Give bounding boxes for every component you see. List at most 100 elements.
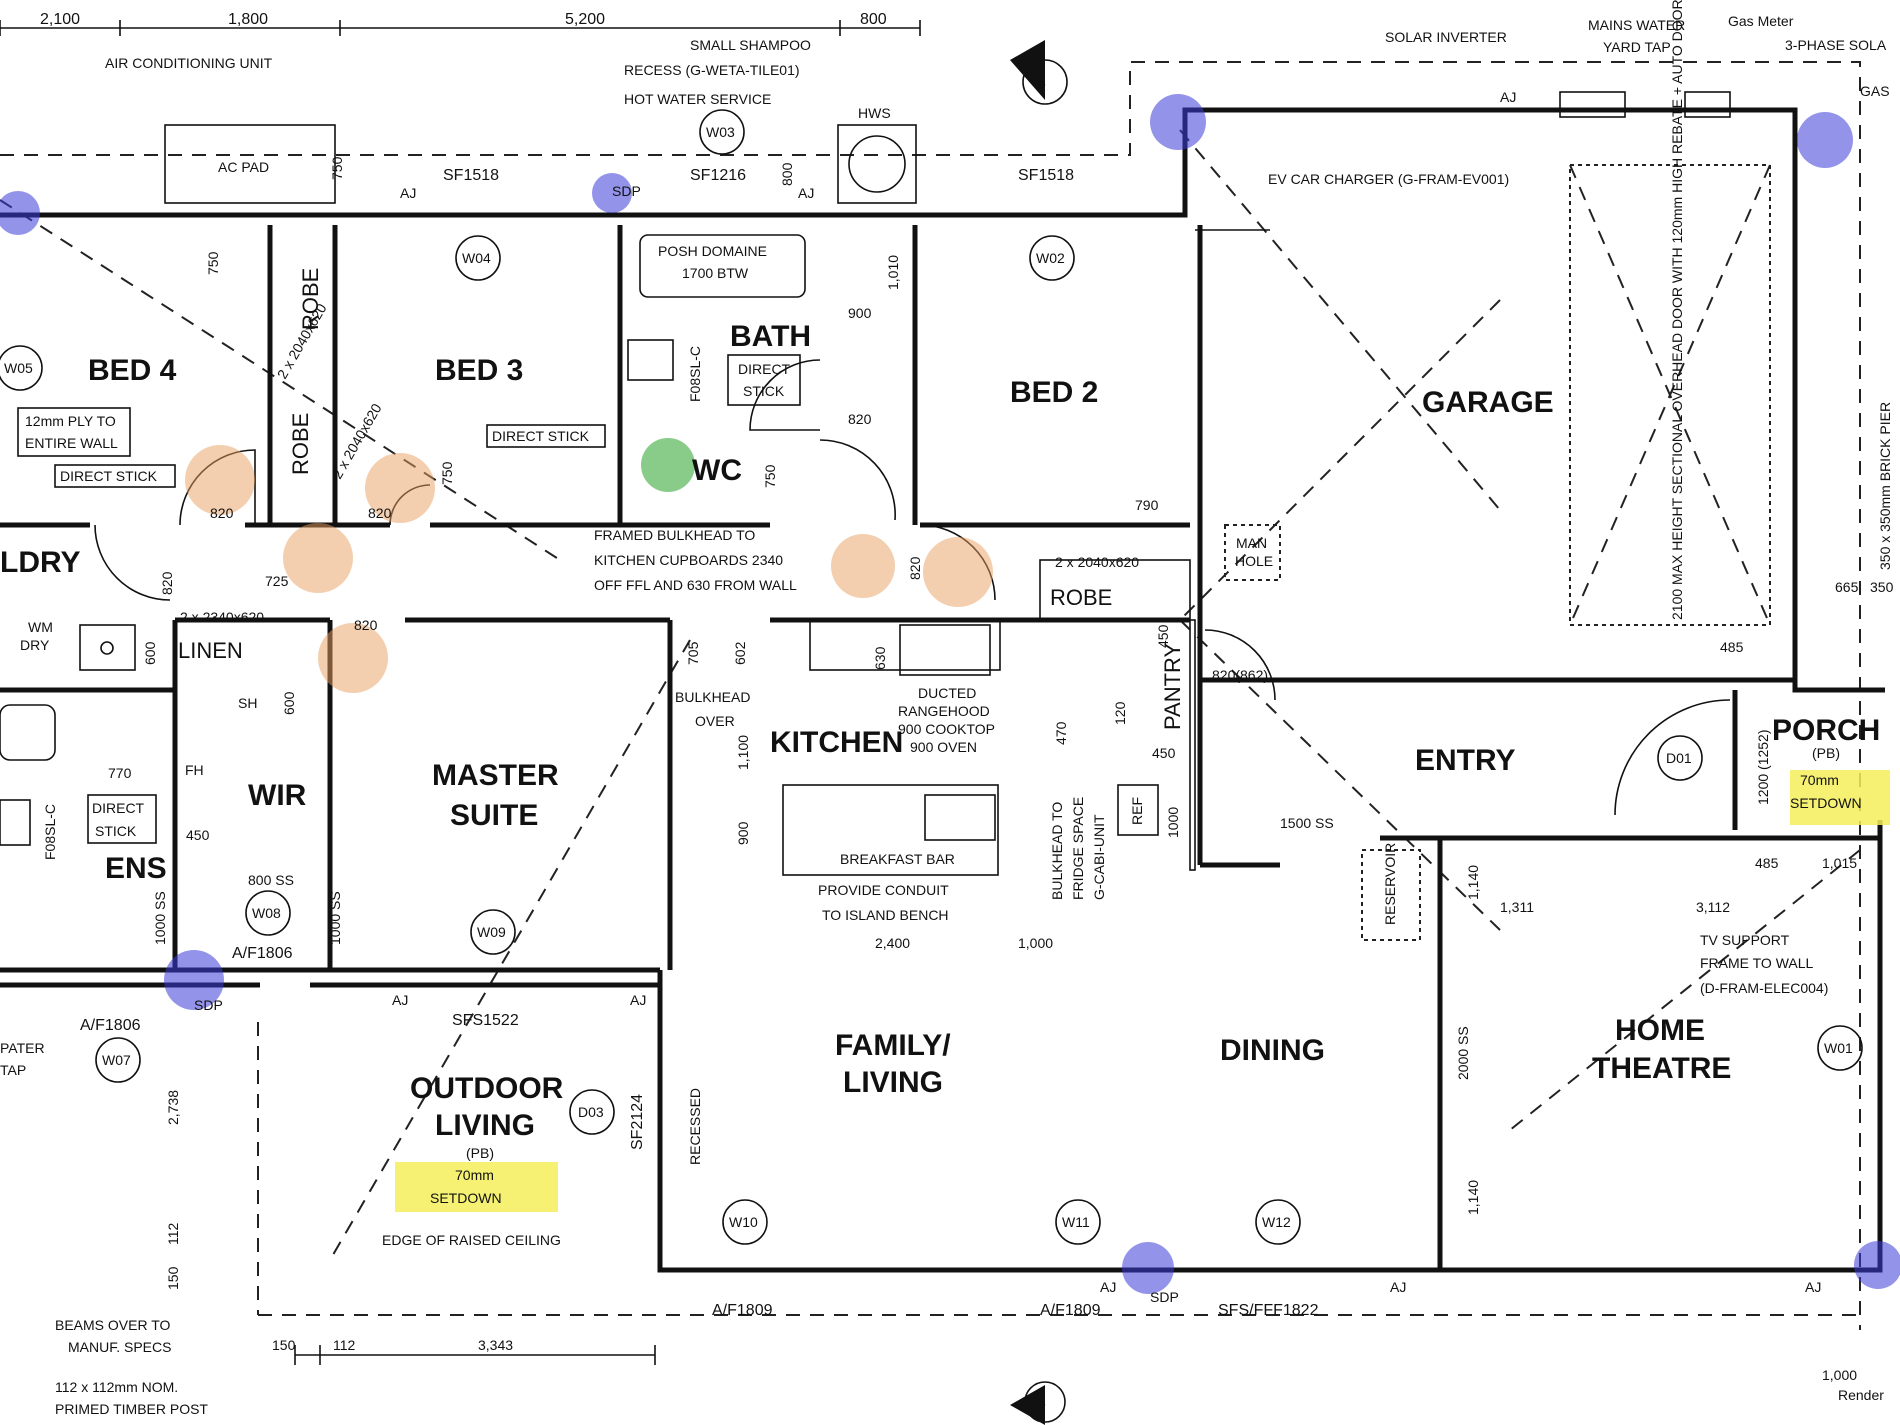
window-spec: SF2124 (629, 1094, 646, 1150)
dim-top-2: 1,800 (228, 11, 268, 28)
section-marker-label: 5 (1038, 75, 1046, 91)
window-spec: A/F1809 (1040, 1302, 1101, 1319)
window-code: W10 (729, 1214, 758, 1230)
aj-label: AJ (1805, 1279, 1821, 1295)
dim: 1000 SS (152, 891, 168, 945)
note-direct-2: STICK (743, 383, 785, 399)
dim: 1000 (1165, 807, 1181, 838)
window-spec: SFS/FFF1822 (1218, 1302, 1319, 1319)
note-f08-ens: F08SL-C (42, 804, 58, 860)
note-fridge-1: BULKHEAD TO (1049, 802, 1065, 900)
note-post-1: 112 x 112mm NOM. (55, 1379, 178, 1395)
room-linen: LINEN (178, 638, 243, 663)
smoke-detector (923, 537, 993, 607)
sdp-marker (592, 173, 632, 213)
note-setdown-2: SETDOWN (430, 1190, 502, 1206)
dim: 1,140 (1465, 1180, 1481, 1215)
dim: 770 (108, 765, 132, 781)
note-sh: SH (238, 695, 257, 711)
dim: 665 (1835, 579, 1859, 595)
window-code: W01 (1824, 1040, 1853, 1056)
note-fridge-3: G-CABI-UNIT (1091, 814, 1107, 900)
dim: 1,010 (885, 255, 901, 290)
smoke-detector (318, 623, 388, 693)
note-gas-meter: Gas Meter (1728, 13, 1794, 29)
dim: 820 (848, 411, 872, 427)
note-tv-2: FRAME TO WALL (1700, 955, 1814, 971)
sdp-markers (0, 94, 1900, 1294)
smoke-detector (365, 453, 435, 523)
window-spec: SF1216 (690, 167, 746, 184)
sdp-label: SDP (1150, 1289, 1179, 1305)
dim: 1,000 (1822, 1367, 1857, 1383)
dim: 1200 (1252) (1755, 729, 1771, 805)
dim: 470 (1053, 721, 1069, 745)
aj-label: AJ (1100, 1279, 1116, 1295)
door-code: D03 (578, 1104, 604, 1120)
smoke-detector (283, 523, 353, 593)
setdown-highlights (395, 770, 1890, 1212)
dim-bottom-3: 3,343 (478, 1337, 513, 1353)
note-shampoo-2: RECESS (G-WETA-TILE01) (624, 62, 800, 78)
window-code: W12 (1262, 1214, 1291, 1230)
window-code: W07 (102, 1052, 131, 1068)
note-rangehood-2: RANGEHOOD (898, 703, 990, 719)
window-code: W02 (1036, 250, 1065, 266)
dim: 1,100 (735, 735, 751, 770)
note-manhole-1: MAN (1236, 535, 1267, 551)
fixtures: AC PAD (0, 91, 1771, 941)
room-porch: PORCH (1772, 714, 1880, 747)
dim: 120 (1112, 701, 1128, 725)
room-bed2: BED 2 (1010, 376, 1098, 409)
room-home: HOME (1615, 1014, 1705, 1047)
island-bench (782, 784, 999, 876)
note-ply-1: 12mm PLY TO (25, 413, 116, 429)
note-direct-ens-2: STICK (95, 823, 137, 839)
note-mains-2: YARD TAP (1603, 39, 1671, 55)
note-ref: REF (1129, 797, 1145, 825)
dim: 485 (1755, 855, 1779, 871)
note-post-2: PRIMED TIMBER POST (55, 1401, 208, 1417)
dim: 485 (1720, 639, 1744, 655)
dim: 150 (165, 1266, 181, 1290)
note-recessed: RECESSED (687, 1088, 703, 1165)
window-code: W11 (1062, 1214, 1090, 1230)
reservoir (1361, 849, 1421, 941)
sdp-marker (1854, 1241, 1900, 1289)
laundry-sink (79, 624, 136, 671)
note-direct-1: DIRECT (738, 361, 791, 377)
note-porch-pb: (PB) (1812, 745, 1840, 761)
dim: 112 (165, 1222, 181, 1245)
cooktop (899, 624, 991, 676)
window-spec: SF1518 (1018, 167, 1074, 184)
note-linen-door: 2 x 2340x620 (180, 609, 264, 625)
sdp-marker (0, 191, 40, 235)
dim: 820(862) (1212, 667, 1268, 683)
room-bed4: BED 4 (88, 354, 177, 387)
dim: 1,311 (1500, 899, 1534, 915)
note-hws-short: HWS (858, 105, 891, 121)
note-bulkhead-1: FRAMED BULKHEAD TO (594, 527, 755, 543)
dim: 1,000 (1018, 935, 1053, 951)
manhole (1224, 524, 1281, 581)
note-direct-ens-1: DIRECT (92, 800, 145, 816)
note-rangehood-4: 900 OVEN (910, 739, 977, 755)
sdp-marker (1797, 112, 1853, 168)
roof-outline (0, 61, 1861, 1330)
double-sink (924, 794, 996, 841)
dim: 705 (685, 641, 701, 665)
note-fridge-2: FRIDGE SPACE (1070, 797, 1086, 900)
dim: 2000 SS (1455, 1026, 1471, 1080)
note-solar: SOLAR INVERTER (1385, 29, 1507, 45)
window-spec: SF1518 (443, 167, 499, 184)
note-water-2: TAP (0, 1062, 26, 1078)
dim-top-3: 5,200 (565, 11, 605, 28)
bottom-dimension-line: 150 112 3,343 (272, 1337, 656, 1365)
note-water-1: PATER (0, 1040, 45, 1056)
note-rangehood-1: DUCTED (918, 685, 976, 701)
room-outdoor-living: LIVING (435, 1109, 535, 1142)
door-swings (94, 229, 1731, 816)
garage-door (1569, 164, 1771, 626)
dim: 750 (439, 461, 455, 485)
